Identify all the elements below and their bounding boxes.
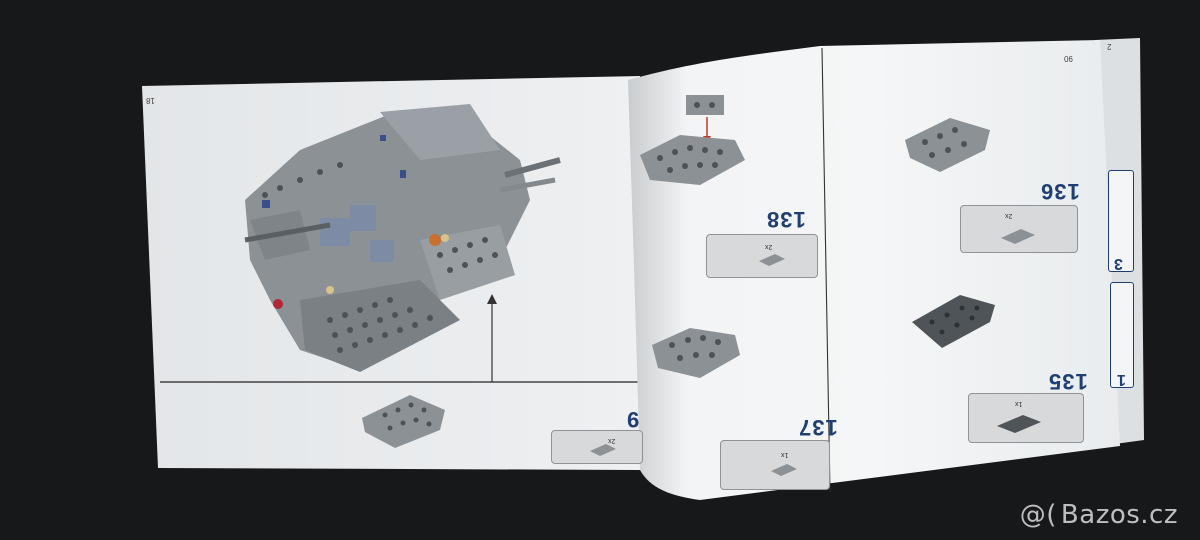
watermark-text: Bazos.cz: [1060, 500, 1178, 530]
section-tab-number-1: 1: [1117, 371, 1126, 388]
step-number-136: 136: [1040, 179, 1080, 204]
sub-build-135: [912, 295, 995, 348]
parts-callout-136: 2x: [960, 205, 1078, 253]
site-watermark: @(Bazos.cz: [1020, 500, 1178, 530]
right-page-fold: [821, 47, 831, 493]
plate-piece-icon: [771, 464, 797, 476]
plate-piece-icon: [590, 444, 616, 456]
plate-piece-icon: [759, 254, 785, 266]
section-tab-top: [1108, 170, 1134, 272]
section-tab-number-3: 3: [1114, 255, 1123, 272]
left-parts-callout: 2x: [551, 430, 643, 464]
step-number-137: 137: [798, 415, 838, 440]
section-tab-bottom: [1110, 282, 1134, 388]
build-model: [244, 104, 561, 372]
callout-qty-138: 2x: [765, 243, 773, 250]
left-page-number: 18: [146, 96, 155, 105]
sub-build-137: [652, 328, 740, 378]
left-step-number: 9: [626, 407, 640, 432]
parts-callout-135: 1x: [968, 393, 1084, 443]
step-number-138: 138: [766, 207, 806, 232]
sub-build-left: [362, 395, 445, 448]
plate-piece-icon: [997, 415, 1041, 433]
edge-page-number: 2: [1107, 42, 1112, 51]
right-page: [628, 40, 1120, 500]
sub-build-138: [640, 95, 745, 185]
plate-piece-icon: [1001, 229, 1035, 244]
callout-qty-135: 1x: [1015, 400, 1023, 407]
step-number-135: 135: [1048, 369, 1088, 394]
watermark-logo: @(: [1019, 500, 1057, 530]
pointer-arrow: [487, 294, 497, 304]
parts-callout-137: 1x: [720, 440, 830, 490]
callout-qty-136: 2x: [1005, 212, 1013, 219]
sub-build-136: [905, 118, 990, 172]
callout-qty-137: 1x: [781, 451, 789, 458]
right-page-number: 90: [1064, 54, 1073, 63]
parts-callout-138: 2x: [706, 234, 818, 278]
